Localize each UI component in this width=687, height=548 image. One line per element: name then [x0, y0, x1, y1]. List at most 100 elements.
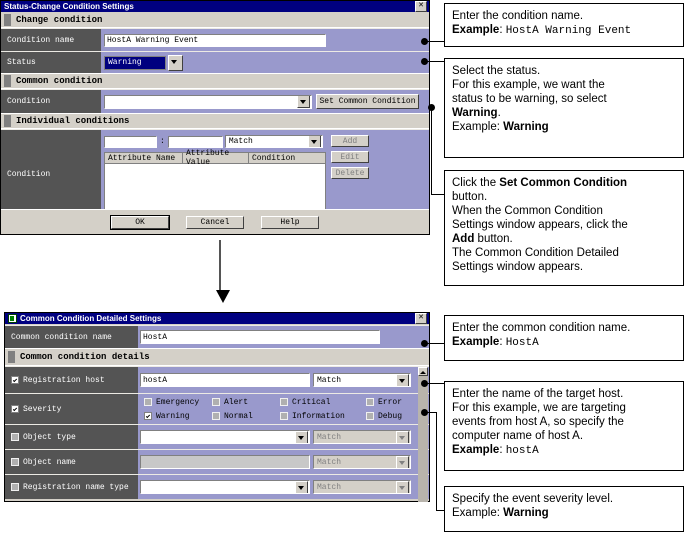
object-type-match-chevron-down-icon[interactable]: [396, 431, 409, 443]
registration-name-type-chevron-down-icon[interactable]: [295, 481, 308, 493]
connector-line-6-horiz: [427, 412, 437, 413]
close-icon[interactable]: ✕: [415, 1, 427, 12]
scrollbar-track[interactable]: [418, 376, 428, 502]
note3-line4: Settings window appears, click the: [452, 219, 628, 231]
condition-name-input[interactable]: HostA Warning Event: [104, 33, 326, 47]
object-type-checkbox[interactable]: [11, 433, 19, 441]
row-common-condition-name: Common condition name HostA: [5, 325, 429, 348]
error-checkbox[interactable]: [366, 398, 374, 406]
scroll-up-button[interactable]: [418, 367, 428, 376]
status-change-condition-settings-dialog: Status-Change Condition Settings ✕ Chang…: [0, 0, 430, 235]
object-type-match-value: Match: [317, 432, 342, 442]
registration-host-label-cell[interactable]: Registration host: [5, 367, 138, 393]
severity-item-emergency[interactable]: Emergency: [144, 395, 212, 409]
severity-checkbox-grid: Emergency Alert Critical Error Warning N…: [144, 394, 426, 424]
row-registration-name-type: Registration name type Match: [5, 474, 429, 499]
normal-checkbox[interactable]: [212, 412, 220, 420]
set-common-condition-button[interactable]: Set Common Condition: [316, 94, 419, 109]
note2-line1: Select the status.: [452, 65, 541, 77]
individual-match-chevron-down-icon[interactable]: [307, 136, 321, 147]
connector-line-3-horiz: [431, 194, 445, 195]
severity-item-alert[interactable]: Alert: [212, 395, 280, 409]
delete-button[interactable]: Delete: [331, 167, 369, 179]
row-individual-conditions: Condition : Match Attribute Name Attribu…: [1, 129, 429, 218]
note-registration-host: Enter the name of the target host. For t…: [444, 381, 684, 471]
note-common-condition-name: Enter the common condition name. Example…: [444, 315, 684, 361]
registration-host-match-select[interactable]: Match: [313, 373, 411, 387]
attribute-value-input[interactable]: [167, 135, 223, 148]
severity-item-error[interactable]: Error: [366, 395, 426, 409]
details-scrollbar[interactable]: [418, 367, 428, 502]
status-select-chevron-down-icon[interactable]: [168, 54, 183, 71]
registration-name-type-label-cell[interactable]: Registration name type: [5, 475, 138, 499]
common-condition-chevron-down-icon[interactable]: [297, 95, 310, 108]
connector-dot-2: [421, 58, 428, 65]
emergency-checkbox[interactable]: [144, 398, 152, 406]
severity-checkbox[interactable]: [11, 405, 19, 413]
common-condition-name-input[interactable]: HostA: [140, 330, 380, 344]
severity-item-warning[interactable]: Warning: [144, 409, 212, 423]
connector-line-1: [427, 41, 445, 42]
note6-line1: Specify the event severity level.: [452, 493, 614, 505]
connector-line-6-horiz2: [436, 510, 445, 511]
error-label: Error: [378, 397, 403, 407]
attribute-name-input[interactable]: [104, 135, 157, 148]
cancel-button[interactable]: Cancel: [186, 215, 244, 229]
section-marker: [4, 75, 11, 87]
severity-label-cell[interactable]: Severity: [5, 394, 138, 424]
common-condition-select[interactable]: [104, 94, 312, 109]
column-attribute-name[interactable]: Attribute Name: [105, 153, 183, 164]
section-individual-conditions: Individual conditions: [1, 113, 429, 129]
object-type-select[interactable]: [140, 430, 310, 444]
object-name-label-cell[interactable]: Object name: [5, 450, 138, 474]
connector-line-4: [427, 343, 445, 344]
object-type-label-cell[interactable]: Object type: [5, 425, 138, 449]
critical-checkbox[interactable]: [280, 398, 288, 406]
edit-button[interactable]: Edit: [331, 151, 369, 163]
connector-dot-4: [421, 340, 428, 347]
conditions-table[interactable]: Attribute Name Attribute Value Condition: [104, 149, 326, 210]
severity-item-critical[interactable]: Critical: [280, 395, 366, 409]
warning-checkbox[interactable]: [144, 412, 152, 420]
note1-example-value: HostA Warning Event: [505, 25, 632, 37]
object-type-match-select[interactable]: Match: [313, 430, 411, 444]
severity-item-information[interactable]: Information: [280, 409, 366, 423]
dialog1-titlebar[interactable]: Status-Change Condition Settings ✕: [1, 1, 429, 12]
object-name-match-chevron-down-icon[interactable]: [396, 456, 409, 468]
alert-checkbox[interactable]: [212, 398, 220, 406]
information-checkbox[interactable]: [280, 412, 288, 420]
note3-bold1: Set Common Condition: [499, 177, 628, 189]
status-select[interactable]: Warning: [104, 55, 166, 70]
registration-name-type-match-select[interactable]: Match: [313, 480, 411, 494]
individual-match-select[interactable]: Match: [224, 135, 323, 148]
common-condition-detailed-settings-dialog: Common Condition Detailed Settings ✕ Com…: [4, 312, 430, 502]
ok-button[interactable]: OK: [111, 215, 169, 229]
object-type-label: Object type: [23, 432, 76, 442]
registration-host-chevron-down-icon[interactable]: [396, 374, 409, 386]
registration-host-checkbox[interactable]: [11, 376, 19, 384]
connector-dot-5: [421, 380, 428, 387]
note2-line5: Example: Warning: [452, 120, 676, 134]
help-button[interactable]: Help: [261, 215, 319, 229]
severity-item-debug[interactable]: Debug: [366, 409, 426, 423]
object-name-match-select[interactable]: Match: [313, 455, 411, 469]
object-name-input[interactable]: [140, 455, 310, 469]
severity-item-normal[interactable]: Normal: [212, 409, 280, 423]
registration-name-type-match-chevron-down-icon[interactable]: [396, 481, 409, 493]
section-change-condition: Change condition: [1, 13, 429, 28]
dialog2-titlebar[interactable]: Common Condition Detailed Settings ✕: [5, 313, 429, 324]
registration-name-type-checkbox[interactable]: [11, 483, 19, 491]
object-type-chevron-down-icon[interactable]: [295, 431, 308, 443]
registration-host-input[interactable]: hostA: [140, 373, 310, 387]
status-select-value: Warning: [108, 58, 142, 67]
object-name-checkbox[interactable]: [11, 458, 19, 466]
column-condition[interactable]: Condition: [249, 153, 325, 164]
close-icon[interactable]: ✕: [415, 313, 427, 324]
add-button[interactable]: Add: [331, 135, 369, 147]
application-icon: [8, 314, 17, 323]
registration-name-type-select[interactable]: [140, 480, 310, 494]
condition-name-label: Condition name: [1, 29, 101, 51]
column-attribute-value[interactable]: Attribute Value: [183, 149, 249, 167]
debug-checkbox[interactable]: [366, 412, 374, 420]
note2-line4: Warning.: [452, 106, 676, 120]
